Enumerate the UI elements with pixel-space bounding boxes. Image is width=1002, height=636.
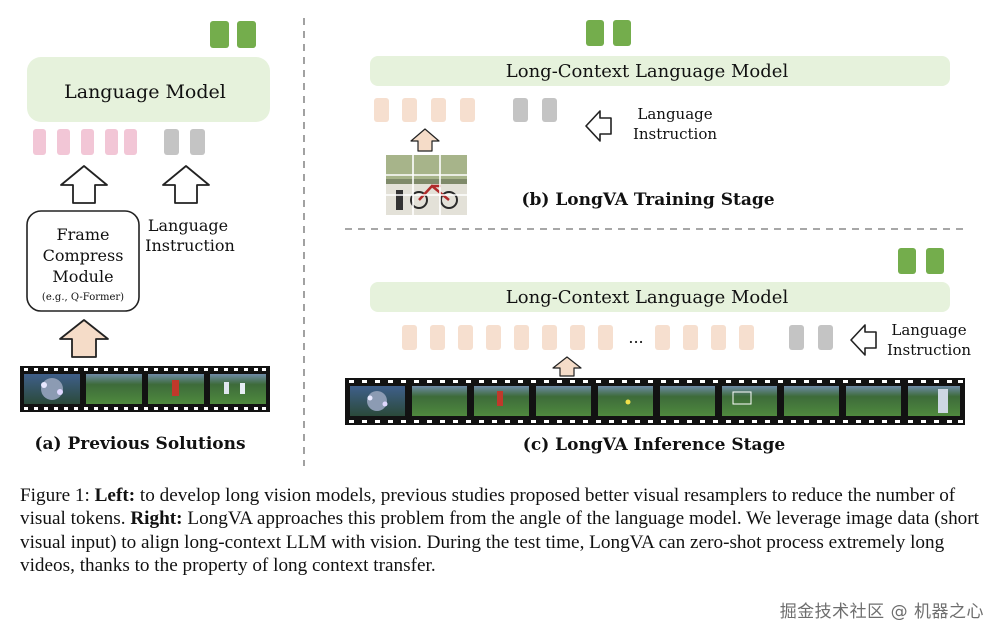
visual-tokens-compressed — [33, 129, 137, 155]
panel-c-caption: (c) LongVA Inference Stage — [523, 435, 786, 455]
panel-previous-solutions: Language Model Frame Compress Module (e.… — [20, 21, 270, 454]
frame-compress-line: Compress — [43, 246, 124, 265]
language-instruction-line: Instruction — [633, 125, 717, 143]
output-token — [898, 248, 916, 274]
language-instruction-line: Instruction — [145, 236, 235, 255]
left-arrow-icon — [585, 110, 612, 142]
up-arrow-icon — [59, 319, 109, 358]
panel-a-caption: (a) Previous Solutions — [34, 434, 245, 454]
visual-tokens — [402, 325, 754, 350]
language-instruction-line: Instruction — [887, 341, 971, 359]
visual-tokens — [374, 98, 475, 122]
up-arrow-icon — [410, 128, 440, 152]
figure-number: Figure 1: — [20, 485, 90, 506]
left-description: to develop long vision models, previous … — [20, 485, 956, 530]
watermark: 掘金技术社区 @ 机器之心 — [779, 602, 984, 622]
architecture-diagram: Language Model Frame Compress Module (e.… — [20, 18, 971, 466]
right-heading: Right: — [130, 508, 183, 530]
up-arrow-icon — [552, 356, 582, 377]
text-token — [513, 98, 528, 122]
left-heading: Left: — [94, 485, 136, 506]
language-model-box — [27, 57, 270, 122]
text-token — [190, 129, 205, 155]
text-token — [789, 325, 804, 350]
training-image-grid — [386, 155, 467, 215]
language-instruction-line: Language — [891, 321, 966, 339]
panel-b-caption: (b) LongVA Training Stage — [521, 190, 774, 210]
long-context-lm-box — [370, 56, 950, 86]
up-arrow-icon — [162, 165, 210, 204]
output-token — [210, 21, 229, 48]
frame-compress-line: Module — [52, 267, 113, 286]
video-film-strip — [20, 366, 270, 412]
long-context-lm-box — [370, 282, 950, 312]
text-token — [164, 129, 179, 155]
text-token — [542, 98, 557, 122]
token-ellipsis: ... — [628, 328, 643, 347]
output-token — [613, 20, 631, 46]
language-instruction-line: Language — [148, 216, 228, 235]
language-instruction-line: Language — [637, 105, 712, 123]
output-token — [926, 248, 944, 274]
language-model-label: Language Model — [64, 81, 226, 103]
long-video-film-strip — [345, 378, 965, 425]
text-token — [818, 325, 833, 350]
long-context-lm-label: Long-Context Language Model — [506, 287, 789, 308]
output-token — [586, 20, 604, 46]
frame-compress-example: (e.g., Q-Former) — [42, 292, 124, 303]
right-description: LongVA approaches this problem from the … — [20, 508, 979, 577]
long-context-lm-label: Long-Context Language Model — [506, 61, 789, 82]
panel-inference-stage: Long-Context Language Model ... Language… — [345, 248, 971, 455]
output-token — [237, 21, 256, 48]
frame-compress-line: Frame — [57, 225, 110, 244]
figure-caption: Figure 1: Left: to develop long vision m… — [20, 484, 990, 578]
left-arrow-icon — [850, 324, 877, 356]
panel-training-stage: Long-Context Language Model Language Ins… — [370, 20, 950, 215]
frame-compress-module-box — [26, 210, 140, 312]
up-arrow-icon — [60, 165, 108, 204]
